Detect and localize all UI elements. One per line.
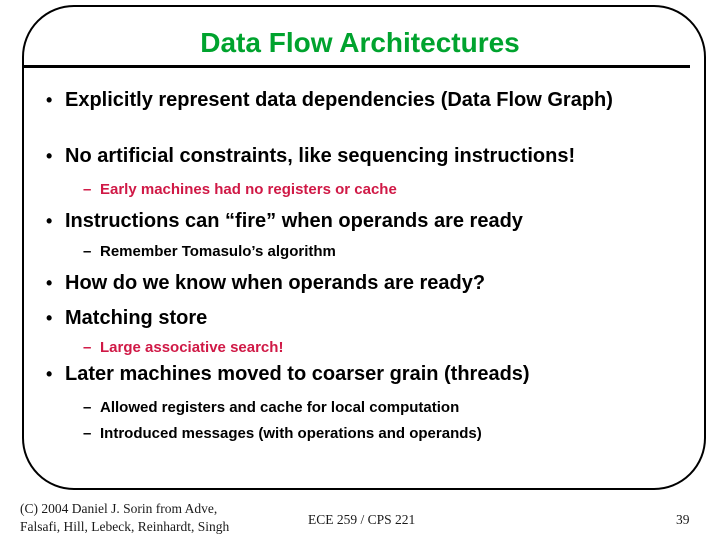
bullet-item: • Explicitly represent data dependencies… — [0, 89, 690, 112]
bullet-marker: • — [46, 90, 53, 110]
sub-bullet-item: – Remember Tomasulo’s algorithm — [0, 243, 690, 260]
sub-bullet-item: – Allowed registers and cache for local … — [0, 399, 690, 416]
footer-credit-line1: (C) 2004 Daniel J. Sorin from Adve, — [20, 501, 218, 516]
sub-bullet-text: Remember Tomasulo’s algorithm — [100, 243, 336, 260]
dash-marker: – — [83, 243, 92, 260]
footer-page-number: 39 — [676, 512, 690, 527]
bullet-item: • Later machines moved to coarser grain … — [0, 363, 690, 386]
dash-marker: – — [83, 339, 92, 356]
bullet-marker: • — [46, 146, 53, 166]
bullet-item: • Instructions can “fire” when operands … — [0, 210, 690, 233]
dash-marker: – — [83, 425, 92, 442]
slide-border — [22, 5, 706, 490]
bullet-item: • How do we know when operands are ready… — [0, 272, 690, 295]
sub-bullet-text: Allowed registers and cache for local co… — [100, 399, 460, 416]
bullet-marker: • — [46, 364, 53, 384]
slide-title: Data Flow Architectures — [200, 27, 520, 58]
bullet-text: How do we know when operands are ready? — [65, 272, 486, 294]
sub-bullet-item: – Introduced messages (with operations a… — [0, 425, 690, 442]
bullet-text: No artificial constraints, like sequenci… — [65, 145, 576, 167]
bullet-text: Matching store — [65, 307, 208, 329]
bullet-item: • No artificial constraints, like sequen… — [0, 145, 690, 168]
sub-bullet-item: – Large associative search! — [0, 339, 690, 356]
footer-credit: (C) 2004 Daniel J. Sorin from Adve, Fals… — [20, 500, 320, 535]
bullet-text: Explicitly represent data dependencies (… — [65, 89, 613, 111]
bullet-text: Later machines moved to coarser grain (t… — [65, 363, 530, 385]
footer-credit-line2: Falsafi, Hill, Lebeck, Reinhardt, Singh — [20, 518, 230, 534]
bullet-marker: • — [46, 211, 53, 231]
dash-marker: – — [83, 181, 92, 198]
footer-course: ECE 259 / CPS 221 — [308, 512, 416, 527]
title-divider — [24, 65, 690, 68]
sub-bullet-text: Large associative search! — [100, 339, 284, 356]
sub-bullet-item: – Early machines had no registers or cac… — [0, 181, 690, 198]
sub-bullet-text: Early machines had no registers or cache — [100, 181, 397, 198]
dash-marker: – — [83, 399, 92, 416]
bullet-marker: • — [46, 273, 53, 293]
bullet-text: Instructions can “fire” when operands ar… — [65, 210, 523, 232]
bullet-marker: • — [46, 308, 53, 328]
bullet-item: • Matching store — [0, 307, 690, 330]
sub-bullet-text: Introduced messages (with operations and… — [100, 425, 482, 442]
